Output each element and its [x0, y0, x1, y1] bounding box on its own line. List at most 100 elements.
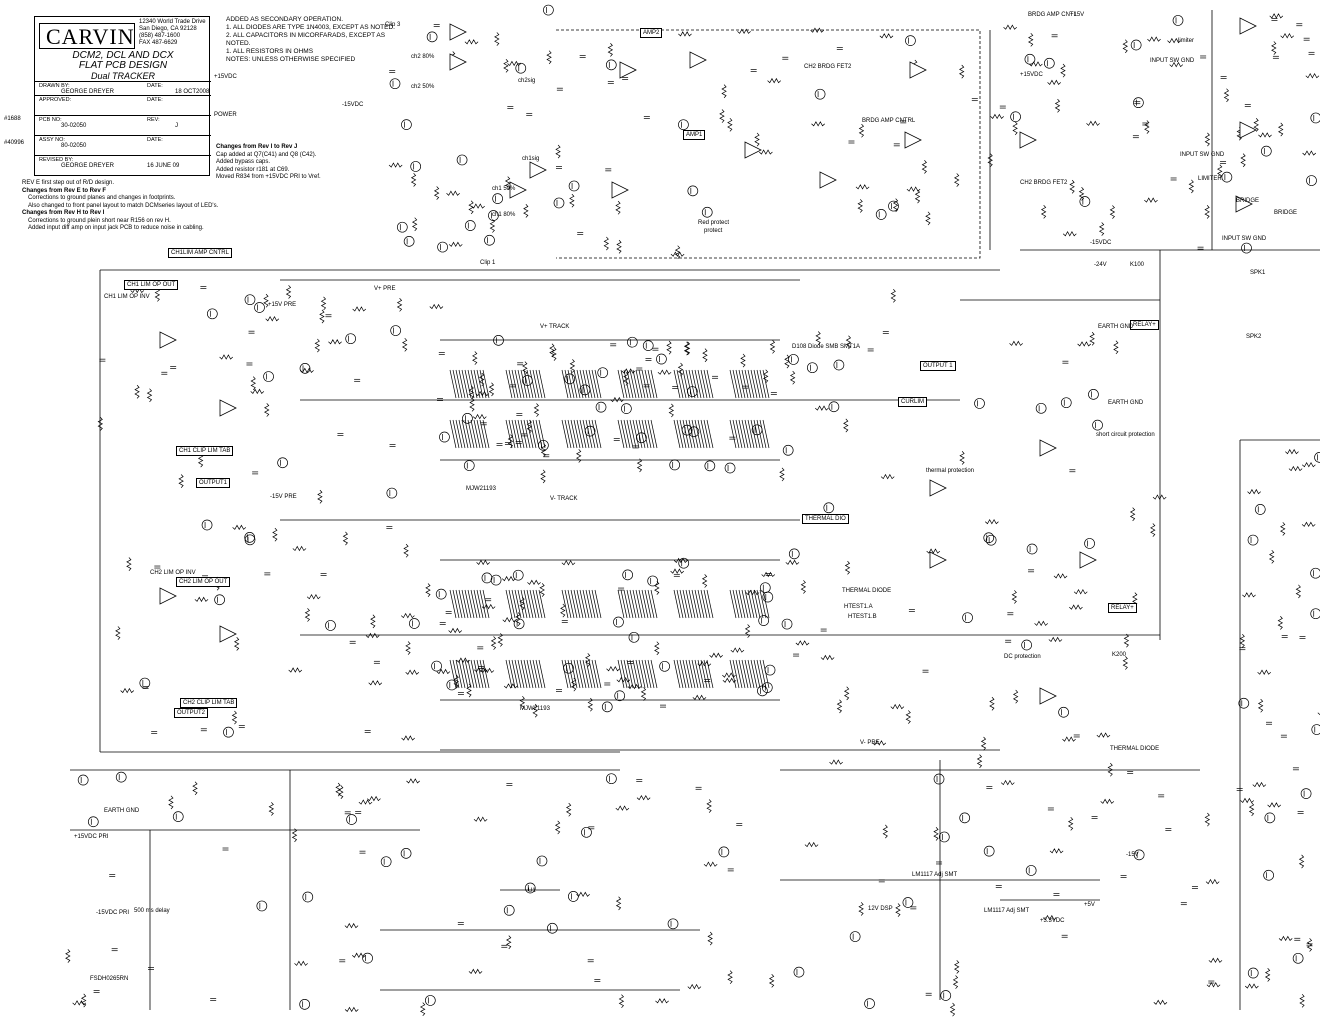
resistor-symbol [1278, 935, 1293, 942]
resistor-symbol [959, 451, 965, 465]
net-bridge: BRIDGE [1236, 198, 1260, 204]
bank-hatch [452, 589, 460, 619]
resistor-symbol [692, 694, 707, 701]
bank-hatch [626, 369, 634, 399]
output-transistor-bank [617, 659, 658, 689]
net-spk1: SPK1 [1250, 270, 1266, 276]
resistor-symbol [1077, 341, 1092, 347]
resistor-symbol [522, 361, 528, 376]
transistor-symbol [905, 35, 916, 47]
bank-hatch [620, 369, 628, 399]
transistor-symbol [1300, 788, 1312, 799]
rev-log-line: REV E first step out of R/D design. [22, 180, 115, 186]
net-vminus-pre: V- PRE [860, 740, 880, 746]
resistor-symbol [879, 33, 894, 39]
bank-hatch [691, 589, 699, 619]
bank-hatch [570, 419, 578, 449]
net-thermal-diode-2: THERMAL DIODE [1110, 746, 1160, 752]
transistor-symbol [1310, 112, 1320, 124]
bank-hatch [744, 589, 752, 619]
bank-hatch [473, 419, 481, 449]
transistor-symbol [439, 431, 450, 443]
transistor-symbol [362, 952, 373, 964]
bank-hatch [561, 659, 569, 689]
bank-hatch [644, 659, 652, 689]
transistor-symbol [1010, 111, 1021, 123]
transistor-symbol [605, 59, 617, 71]
transistor-symbol [759, 582, 771, 594]
output-transistor-bank [617, 419, 658, 449]
resistor-symbol [1011, 590, 1018, 604]
transistor-symbol [139, 677, 151, 689]
resistor-symbol [1271, 41, 1277, 55]
resistor-symbol [702, 348, 708, 363]
resistor-symbol [497, 633, 504, 647]
bank-hatch [535, 419, 543, 449]
transistor-symbol [1260, 145, 1272, 157]
resistor-symbol [655, 998, 669, 1004]
net-relay-2: RELAY+ [1108, 603, 1137, 613]
transistor-symbol [568, 180, 580, 192]
bank-hatch [532, 369, 540, 399]
net-curlim: CURLIM [898, 397, 928, 407]
resistor-symbol [250, 388, 265, 395]
resistor-symbol [709, 652, 723, 659]
resistor-symbol [1244, 983, 1259, 989]
resistor-symbol [779, 467, 785, 482]
bank-hatch [750, 369, 758, 399]
transistor-symbol [669, 459, 681, 471]
bank-hatch [561, 369, 569, 399]
net-short-circuit: short circuit protection [1096, 432, 1155, 438]
bank-hatch [694, 419, 702, 449]
bank-hatch [452, 659, 460, 689]
transistor-symbol [667, 918, 679, 930]
bank-hatch [744, 419, 752, 449]
transistor-symbol [875, 209, 887, 220]
bank-hatch [676, 369, 684, 399]
resistor-symbol [610, 396, 624, 403]
net-p15v: +15V [1070, 12, 1085, 18]
company-address: 12340 World Trade Drive San Diego, CA 92… [139, 19, 206, 46]
bank-hatch [476, 369, 484, 399]
bank-hatch [759, 659, 767, 689]
transistor-symbol [325, 620, 336, 631]
resistor-symbol [1252, 781, 1267, 788]
resistor-symbol [1012, 689, 1019, 704]
transistor-symbol [401, 119, 412, 130]
resistor-symbol [1306, 938, 1313, 952]
resistor-symbol [800, 580, 807, 594]
opamp-symbol [529, 161, 547, 179]
resistor-symbol [1040, 204, 1047, 219]
bank-hatch [706, 369, 714, 399]
transistor-symbol [1247, 534, 1259, 546]
bank-hatch [617, 369, 625, 399]
resistor-symbol [469, 397, 475, 412]
net-output1: OUTPUT1 [196, 478, 231, 488]
bank-hatch [747, 369, 755, 399]
resistor-symbol [97, 417, 104, 431]
transistor-symbol [849, 931, 861, 942]
bank-hatch [479, 659, 487, 689]
resistor-symbol [952, 975, 959, 989]
resistor-symbol [829, 759, 843, 765]
resistor-symbol [1204, 205, 1210, 219]
resistor-symbol [292, 545, 307, 552]
resistor-symbol [845, 335, 852, 350]
net-p15vdc-1: +15VDC [214, 74, 237, 80]
net-thermal-protection: thermal protection [926, 468, 975, 474]
net-m15vpre: -15V PRE [270, 494, 297, 500]
bank-hatch [511, 419, 519, 449]
transistor-symbol [647, 575, 659, 587]
resistor-symbol [890, 288, 897, 303]
transistor-symbol [814, 88, 826, 100]
bank-hatch [635, 419, 643, 449]
bank-hatch [517, 369, 525, 399]
resistor-symbol [1258, 132, 1272, 138]
bank-hatch [529, 369, 537, 399]
transistor-symbol [1254, 504, 1266, 515]
net-mjw21193: MJW21193 [466, 486, 496, 492]
output-transistor-bank [449, 659, 490, 689]
bank-hatch [585, 589, 593, 619]
changes-rev-j: Changes from Rev I to Rev J Cap added at… [216, 144, 321, 180]
